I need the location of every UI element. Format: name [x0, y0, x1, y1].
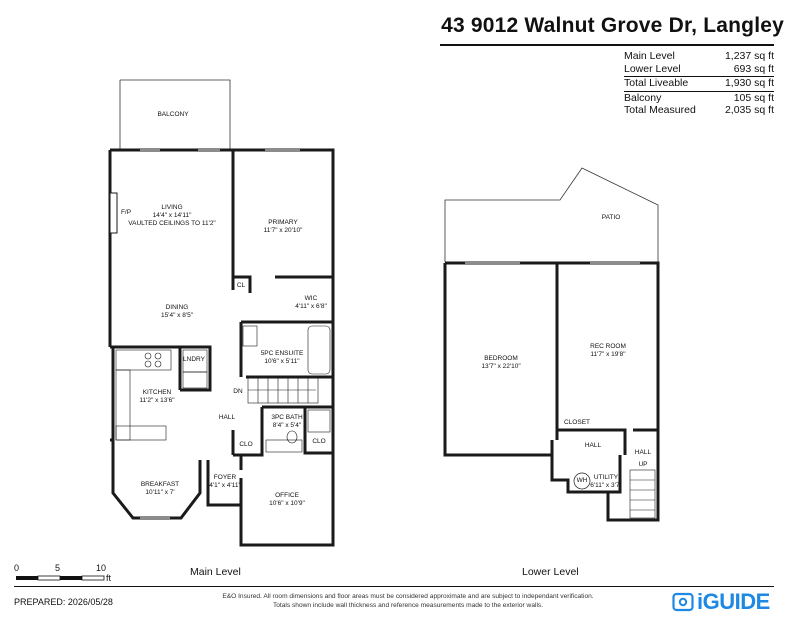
room-clo-1: CLO	[239, 441, 253, 448]
room-cl: CL	[236, 282, 246, 289]
room-clo-2: CLO	[312, 438, 326, 445]
iguide-brand-text: iGUIDE	[697, 589, 770, 614]
iguide-brand: iGUIDE	[672, 589, 770, 615]
room-hall: HALL	[218, 414, 236, 421]
lower-stairs	[629, 469, 656, 519]
room-foyer: FOYER 4'1" x 4'11"	[209, 474, 241, 489]
room-breakfast: BREAKFAST 10'11" x 7'	[140, 481, 180, 496]
room-laundry: LNDRY	[183, 356, 205, 363]
room-office: OFFICE 10'6" x 10'9"	[269, 492, 305, 507]
room-wic: WIC 4'11" x 6'8"	[295, 295, 327, 310]
room-stairs-up: UP	[638, 461, 648, 468]
room-fireplace: F/P	[120, 209, 132, 216]
room-bedroom: BEDROOM 13'7" x 22'10"	[481, 355, 521, 370]
room-hall-lower-2: HALL	[634, 449, 652, 456]
room-dining: DINING 15'4" x 8'5"	[160, 304, 194, 319]
room-kitchen: KITCHEN 11'2" x 13'6"	[139, 389, 175, 404]
room-primary: PRIMARY 11'7" x 20'10"	[263, 219, 303, 234]
fireplace-mark	[109, 192, 118, 234]
room-hall-lower-1: HALL	[584, 442, 602, 449]
disclaimer-text: E&O Insured. All room dimensions and flo…	[222, 593, 594, 609]
prepared-date: PREPARED: 2026/05/28	[14, 597, 113, 607]
property-address: 43 9012 Walnut Grove Dr, Langley	[441, 14, 784, 37]
room-patio: PATIO	[601, 214, 621, 221]
kitchen-counters	[115, 349, 208, 441]
main-level-label: Main Level	[190, 566, 241, 578]
lower-level-label: Lower Level	[522, 566, 579, 578]
room-closet: CLOSET	[563, 419, 591, 426]
water-heater-mark	[573, 472, 591, 490]
scale-tick-0: 0	[14, 563, 20, 573]
lower-level-walls	[443, 261, 660, 522]
scale-unit: ft	[106, 573, 112, 583]
room-ensuite: 5PC ENSUITE 10'6" x 5'11"	[260, 350, 304, 365]
title-divider	[440, 44, 774, 46]
balcony-outline	[119, 79, 231, 150]
room-balcony: BALCONY	[157, 111, 189, 118]
patio-outline	[444, 167, 659, 262]
water-heater-label: WH	[576, 477, 588, 484]
scale-tick-10: 10	[96, 563, 107, 573]
footer-divider	[14, 586, 774, 587]
room-stairs-down: DN	[233, 388, 243, 395]
bath-fixtures	[242, 325, 331, 453]
room-3pc-bath: 3PC BATH 8'4" x 5'4"	[271, 414, 303, 429]
scale-tick-5: 5	[55, 563, 61, 573]
main-stairs	[247, 377, 319, 404]
room-rec-room: REC ROOM 11'7" x 19'8"	[590, 343, 626, 358]
room-utility: UTILITY 6'11" x 3'7"	[590, 474, 622, 489]
iguide-logo-icon	[672, 592, 694, 612]
room-living: LIVING 14'4" x 14'11" VAULTED CEILINGS T…	[128, 204, 216, 227]
scale-bar	[16, 575, 105, 581]
